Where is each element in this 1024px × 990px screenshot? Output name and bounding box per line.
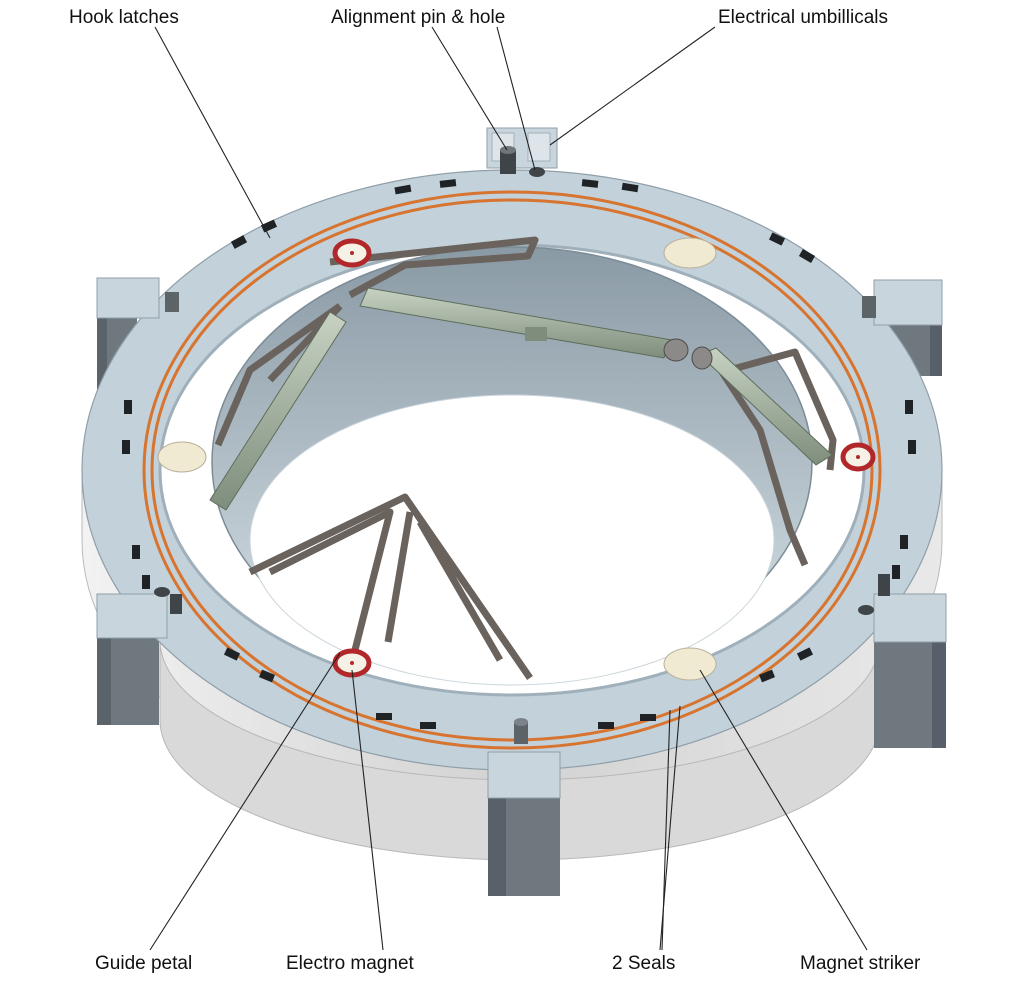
actuator-arms [209,287,833,511]
seals [142,190,882,750]
front-block-top [487,718,561,799]
block-tops [96,127,947,799]
magnet-3 [332,648,372,678]
label-alignment-pin: Alignment pin & hole [331,7,506,28]
label-hook-latches: Hook latches [69,7,179,28]
electro-magnets [332,238,876,678]
magnet-strikers [157,237,717,681]
magnet-1 [332,238,372,268]
left-block-top [96,277,179,319]
leader-lines [149,26,868,951]
label-guide-petal: Guide petal [95,953,193,974]
top-block [486,127,558,177]
label-seals: 2 Seals [612,953,676,974]
hook-latch-slots [122,179,916,729]
label-electro-magnet: Electro magnet [286,953,414,974]
lower-left-block-top [96,587,182,639]
label-electrical-umbilicals: Electrical umbillicals [718,7,888,28]
right-block-top [862,279,943,326]
label-magnet-striker: Magnet striker [800,953,921,974]
lower-right-block-top [858,574,947,643]
magnet-2 [840,442,876,472]
